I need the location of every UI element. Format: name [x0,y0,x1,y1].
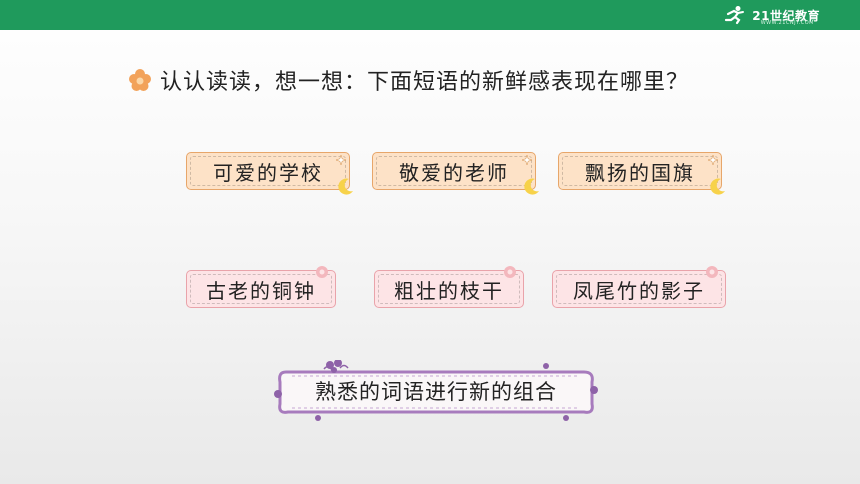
phrase-text: 敬爱的老师 [399,160,509,185]
phrase-card: 可爱的学校 [186,152,353,195]
brand-url: WWW.21CNJY.COM [760,20,814,26]
question: 认认读读，想一想：下面短语的新鲜感表现在哪里？ [128,62,689,98]
moon-icon [710,178,725,195]
answer-banner: 熟悉的词语进行新的组合 [272,360,600,422]
flower-icon [129,69,151,91]
phrase-text: 可爱的学校 [213,160,323,185]
phrase-card: 敬爱的老师 [372,152,539,195]
phrase-card: 古老的铜钟 [186,266,336,308]
answer-text: 熟悉的词语进行新的组合 [315,380,557,404]
star-icon [708,155,718,165]
phrase-text: 古老的铜钟 [206,278,316,303]
phrase-text: 凤尾竹的影子 [573,278,705,303]
flower-dot-icon [316,266,328,278]
brand-text: 21世纪教育 [752,8,820,23]
phrase-text: 飘扬的国旗 [585,160,695,185]
moon-icon [338,178,353,195]
phrase-card: 飘扬的国旗 [558,152,725,195]
phrase-text: 粗壮的枝干 [394,278,504,303]
star-icon [336,155,346,165]
runner-icon [725,6,745,25]
star-icon [522,155,532,165]
question-text: 认认读读，想一想：下面短语的新鲜感表现在哪里？ [160,70,690,95]
flower-dot-icon [706,266,718,278]
top-bar: 21世纪教育 WWW.21CNJY.COM [0,0,860,30]
brand-logo: 21世纪教育 [722,4,820,26]
flower-dot-icon [504,266,516,278]
phrase-card: 凤尾竹的影子 [552,266,726,308]
moon-icon [524,178,539,195]
ornate-frame [274,360,598,421]
phrase-card: 粗壮的枝干 [374,266,524,308]
